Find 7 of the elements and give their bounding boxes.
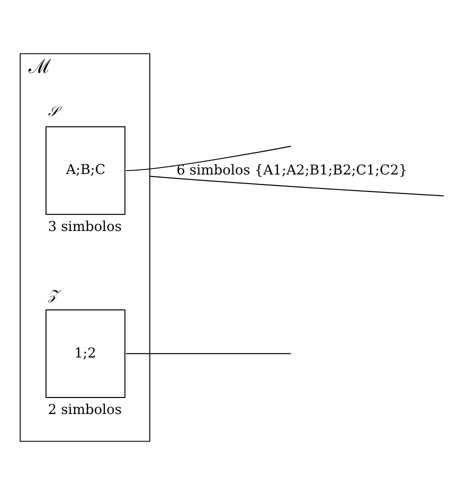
connector <box>125 145 292 171</box>
node-box: A;B;C <box>46 126 126 214</box>
node-box: 1;2 <box>46 308 126 398</box>
connector <box>125 352 292 354</box>
node-label: 2 simbolos <box>48 402 122 418</box>
connector <box>149 175 444 196</box>
node-label: 3 simbolos <box>48 218 122 235</box>
